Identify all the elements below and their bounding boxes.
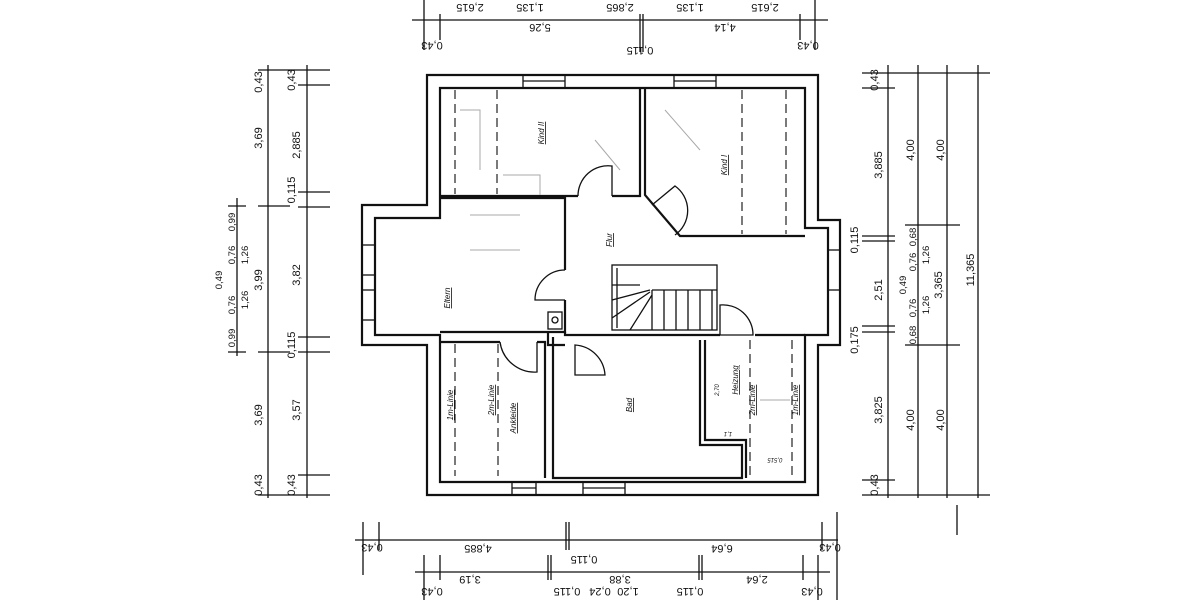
dim-label: 2,64 xyxy=(746,573,767,585)
headroom-lines xyxy=(454,90,793,476)
dim-label: 0,115 xyxy=(571,553,598,565)
dim-label: 0,43 xyxy=(253,474,265,495)
room-label-bad: Bad xyxy=(625,397,634,412)
headroom-label: 2m-Linie xyxy=(748,384,757,416)
dim-label: 0,68 xyxy=(908,228,919,247)
dim-label: 0,68 xyxy=(908,326,919,345)
dim-label: 0,43 xyxy=(286,69,298,90)
headroom-label: 1m-Linie xyxy=(791,384,800,415)
dim-label: 3,885 xyxy=(873,151,885,179)
dim-label: 0,43 xyxy=(801,585,822,597)
dim-label: 2,885 xyxy=(291,131,303,159)
dim-label: 3,69 xyxy=(253,127,265,148)
dim-label: 0,115 xyxy=(286,332,298,359)
height-label: 0,515 xyxy=(767,456,783,462)
room-labels: Kind II Kind I Flur Eltern Bad Heizung A… xyxy=(443,121,800,462)
dim-label: 2,865 xyxy=(606,1,634,13)
dim-label: 0,49 xyxy=(214,271,225,290)
dim-label: 0,76 xyxy=(227,246,238,265)
dim-label: 3,825 xyxy=(873,396,885,424)
outer-walls xyxy=(360,73,842,497)
staircase xyxy=(611,264,718,331)
room-label-kind2: Kind II xyxy=(537,121,546,144)
dim-label: 0,115 xyxy=(627,44,654,56)
dim-label: 0,99 xyxy=(227,329,238,348)
headroom-label: 1m-Linie xyxy=(446,389,455,420)
dim-label: 0,43 xyxy=(421,585,442,597)
doors xyxy=(499,165,754,376)
dim-label: 0,43 xyxy=(286,474,298,495)
dim-label: 0,43 xyxy=(819,541,840,553)
left-dimensions: 0,43 3,69 3,99 3,69 0,43 0,43 2,885 0,11… xyxy=(214,65,330,498)
dim-label: 0,43 xyxy=(869,474,881,495)
room-label-kind1: Kind I xyxy=(720,154,729,175)
dim-label: 2,51 xyxy=(873,279,885,300)
room-label-heizung: Heizung xyxy=(731,365,740,395)
bottom-dimensions: 0,43 4,885 0,115 6,64 0,43 0,43 3,19 0,1… xyxy=(355,512,841,600)
windows xyxy=(361,74,841,496)
dim-label: 11,365 xyxy=(965,254,977,287)
dim-label: 0,43 xyxy=(253,71,265,92)
dim-label: 4,14 xyxy=(714,21,735,33)
dim-label: 0,99 xyxy=(227,213,238,232)
room-label-flur: Flur xyxy=(605,233,614,247)
dim-label: 5,26 xyxy=(529,21,550,33)
dim-label: 2,615 xyxy=(456,1,484,13)
dim-label: 3,365 xyxy=(933,271,945,299)
headroom-label: 2m-Linie xyxy=(487,384,496,416)
dim-label: 0,115 xyxy=(677,585,704,597)
dim-label: 4,00 xyxy=(905,409,917,430)
dim-label: 4,00 xyxy=(905,139,917,160)
room-label-eltern: Eltern xyxy=(443,287,452,308)
dim-label: 1,26 xyxy=(921,296,932,315)
dim-label: 4,00 xyxy=(935,139,947,160)
dim-label: 0,24 xyxy=(589,585,610,597)
dim-label: 0,175 xyxy=(849,326,861,354)
dim-label: 3,99 xyxy=(253,269,265,290)
dim-label: 0,43 xyxy=(421,39,442,51)
dim-label: 0,115 xyxy=(849,227,861,254)
dim-label: 4,885 xyxy=(464,542,492,554)
dim-label: 0,49 xyxy=(898,276,909,295)
dim-label: 3,88 xyxy=(609,573,630,585)
dim-label: 1,26 xyxy=(921,246,932,265)
dim-label: 1,135 xyxy=(516,1,544,13)
dim-label: 0,76 xyxy=(908,299,919,318)
height-label: 1,1 xyxy=(724,430,732,436)
dim-label: 0,76 xyxy=(908,253,919,272)
dim-label: 1,26 xyxy=(240,291,251,310)
dim-label: 1,135 xyxy=(676,1,704,13)
right-dimensions: 0,43 3,885 0,115 2,51 0,175 3,825 0,43 4… xyxy=(849,65,990,535)
dim-label: 3,69 xyxy=(253,404,265,425)
dim-label: 3,57 xyxy=(291,399,303,420)
dim-label: 0,43 xyxy=(361,541,382,553)
dim-label: 2,615 xyxy=(751,1,779,13)
dim-label: 0,115 xyxy=(286,177,298,204)
dim-label: 1,26 xyxy=(240,246,251,265)
dim-label: 0,115 xyxy=(554,585,581,597)
dim-label: 0,43 xyxy=(797,39,818,51)
dim-label: 3,19 xyxy=(459,573,480,585)
height-label: 2,70 xyxy=(715,384,721,397)
dim-label: 3,82 xyxy=(291,264,303,285)
interior-walls xyxy=(440,88,805,480)
dim-label: 0,76 xyxy=(227,296,238,315)
dim-label: 4,00 xyxy=(935,409,947,430)
dim-label: 1,20 xyxy=(617,585,638,597)
dim-label: 6,64 xyxy=(711,542,732,554)
room-label-ankleide: Ankleide xyxy=(509,402,518,434)
dim-label: 0,43 xyxy=(869,69,881,90)
top-dimensions: 2,615 1,135 2,865 1,135 2,615 0,43 5,26 … xyxy=(412,0,828,56)
